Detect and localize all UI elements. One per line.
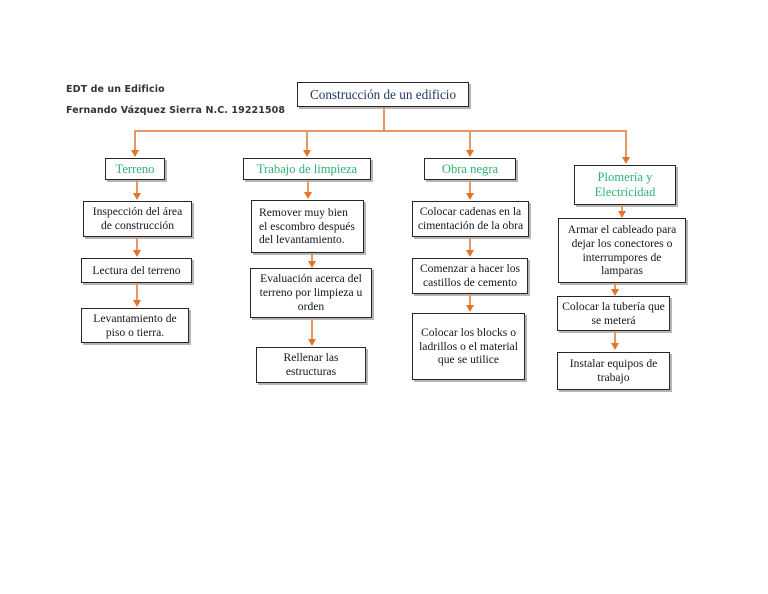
connector-c4-phase-to-t1 xyxy=(621,205,623,213)
connector-c2-t1-to-t2 xyxy=(311,253,313,263)
node-task-c4-1-label: Armar el cableado para dejar los conecto… xyxy=(567,223,677,278)
arrowhead-c3-t3 xyxy=(465,305,474,312)
node-task-c4-3-label: Instalar equipos de trabajo xyxy=(569,357,658,384)
node-phase-plomeria-y-electricidad[interactable]: Plomería y Electricidad xyxy=(574,165,676,205)
connector-c2-phase-to-t1 xyxy=(307,180,309,193)
connector-c1-phase-to-t1 xyxy=(136,180,138,194)
connector-c3-t2-to-t3 xyxy=(469,294,471,306)
node-phase-obra-negra[interactable]: Obra negra xyxy=(424,158,516,180)
arrowhead-c1-t3 xyxy=(132,300,141,307)
arrowhead-phase-2 xyxy=(302,150,311,157)
node-task-c3-1-label: Colocar cadenas en la cimentación de la … xyxy=(417,205,524,232)
arrowhead-phase-3 xyxy=(465,150,474,157)
node-task-c3-2-label: Comenzar a hacer los castillos de cement… xyxy=(419,262,521,289)
connector-c3-phase-to-t1 xyxy=(469,180,471,194)
node-root[interactable]: Construcción de un edificio xyxy=(297,82,469,107)
node-task-c2-2-label: Evaluación acerca del terreno por limpie… xyxy=(259,272,363,313)
node-task-c2-2[interactable]: Evaluación acerca del terreno por limpie… xyxy=(250,268,372,318)
arrowhead-c2-t1 xyxy=(303,192,312,199)
connector-bus-to-phase-4 xyxy=(625,130,627,158)
node-phase-plomeria-y-electricidad-label: Plomería y Electricidad xyxy=(594,170,656,199)
node-phase-terreno-label: Terreno xyxy=(115,161,155,176)
connector-bus xyxy=(134,130,626,132)
node-task-c1-1-label: Inspección del área de construcción xyxy=(92,205,183,232)
connector-c4-t2-to-t3 xyxy=(614,331,616,343)
node-task-c1-2[interactable]: Lectura del terreno xyxy=(81,258,192,283)
document-author: Fernando Vázquez Sierra N.C. 19221508 xyxy=(66,105,286,116)
arrowhead-c4-t2 xyxy=(610,289,619,296)
connector-c1-t2-to-t3 xyxy=(136,283,138,300)
node-task-c4-2[interactable]: Colocar la tubería que se meterá xyxy=(557,296,670,331)
document-title: EDT de un Edificio xyxy=(66,84,165,95)
connector-bus-to-phase-2 xyxy=(306,130,308,151)
arrowhead-c4-t3 xyxy=(610,343,619,350)
connector-c1-t1-to-t2 xyxy=(136,237,138,251)
node-phase-terreno[interactable]: Terreno xyxy=(105,158,165,180)
arrowhead-phase-1 xyxy=(130,150,139,157)
connector-c2-t2-to-t3 xyxy=(311,318,313,339)
arrowhead-c1-t2 xyxy=(132,250,141,257)
arrowhead-c2-t3 xyxy=(307,339,316,346)
connector-bus-to-phase-3 xyxy=(469,130,471,151)
node-task-c2-1[interactable]: Remover muy bien el escombro después del… xyxy=(251,200,364,253)
node-phase-trabajo-de-limpieza-label: Trabajo de limpieza xyxy=(256,161,358,176)
connector-root-stem xyxy=(383,107,385,131)
node-task-c2-3-label: Rellenar las estructuras xyxy=(283,351,339,378)
connector-c3-t1-to-t2 xyxy=(469,237,471,251)
node-task-c2-1-label: Remover muy bien el escombro después del… xyxy=(259,205,355,247)
node-task-c4-3[interactable]: Instalar equipos de trabajo xyxy=(557,352,670,390)
node-task-c3-1[interactable]: Colocar cadenas en la cimentación de la … xyxy=(412,201,529,237)
node-task-c1-3-label: Levantamiento de piso o tierra. xyxy=(93,311,177,339)
node-task-c3-2[interactable]: Comenzar a hacer los castillos de cement… xyxy=(412,258,528,294)
node-task-c4-1[interactable]: Armar el cableado para dejar los conecto… xyxy=(558,218,686,283)
connector-bus-to-phase-1 xyxy=(134,130,136,151)
node-task-c1-3[interactable]: Levantamiento de piso o tierra. xyxy=(81,308,189,343)
node-task-c1-2-label: Lectura del terreno xyxy=(92,263,181,277)
arrowhead-c1-t1 xyxy=(132,193,141,200)
node-root-label: Construcción de un edificio xyxy=(309,86,457,102)
arrowhead-phase-4 xyxy=(621,157,630,164)
arrowhead-c3-t2 xyxy=(465,250,474,257)
arrowhead-c2-t2 xyxy=(307,261,316,268)
arrowhead-c4-t1 xyxy=(617,211,626,218)
arrowhead-c3-t1 xyxy=(465,193,474,200)
node-task-c3-3-label: Colocar los blocks o ladrillos o el mate… xyxy=(419,325,518,367)
node-task-c2-3[interactable]: Rellenar las estructuras xyxy=(256,347,366,383)
node-phase-trabajo-de-limpieza[interactable]: Trabajo de limpieza xyxy=(243,158,371,180)
node-phase-obra-negra-label: Obra negra xyxy=(441,161,499,176)
node-task-c3-3[interactable]: Colocar los blocks o ladrillos o el mate… xyxy=(412,313,525,380)
connector-c4-t1-to-t2 xyxy=(614,283,616,291)
node-task-c1-1[interactable]: Inspección del área de construcción xyxy=(83,201,192,237)
node-task-c4-2-label: Colocar la tubería que se meterá xyxy=(562,299,665,327)
